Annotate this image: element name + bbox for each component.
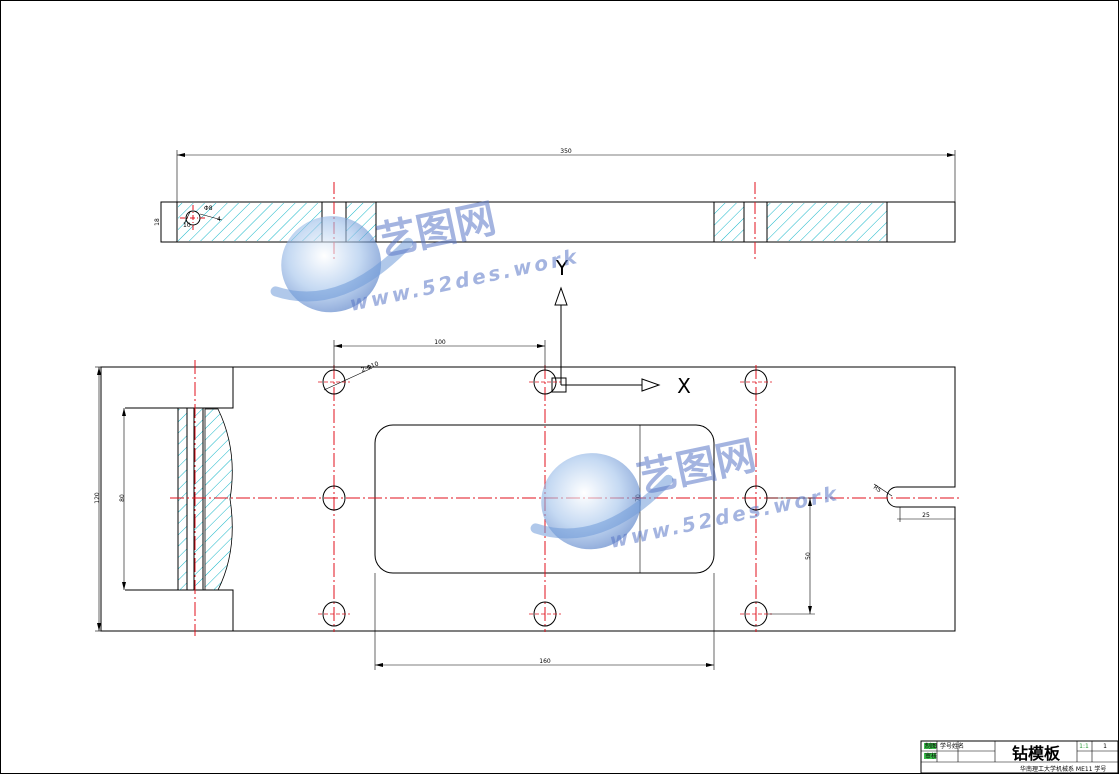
side-hatch-right2 [767,203,887,241]
school-line: 华南理工大学机械系 ME11 学号 [1020,765,1106,773]
tb-drawn-label: 制图 [925,742,937,750]
watermark-mid: 艺图网 www.52des.work [530,433,842,553]
plan-hatch-strip-1 [178,409,187,590]
ucs-icon: Y X [551,256,691,398]
drawing-title: 钻模板 [1012,744,1061,763]
dim-side-hole-dia: Φ8 [204,205,213,212]
title-block: 制图 审核 学号姓名 钻模板 1:1 1 华南理工大学机械系 ME11 学号 [920,740,1119,774]
dim-side-length: 350 [560,148,572,155]
tb-checked-label: 审核 [925,752,937,760]
watermark-brand-2: 艺图网 [633,433,760,503]
dim-side-hole-depth: 10 [183,222,191,229]
dim-overall-height: 120 [94,492,101,504]
plan-hatch-strip-2 [194,409,203,590]
dim-hole-pitch-x: 100 [434,339,446,346]
y-axis-arrow [554,286,568,306]
dim-hole-pitch-y: 50 [805,552,812,560]
x-axis-label: X [677,374,691,398]
hole-mid-left [322,485,346,511]
y-axis-label: Y [555,256,569,280]
dim-hole-dia: 2-Φ10 [360,360,380,373]
tb-name-label: 学号姓名 [940,742,964,750]
x-axis-arrow [641,378,661,392]
dim-window-width: 160 [539,658,551,665]
dim-side-hole-chamfer: 4 [217,216,221,223]
watermark-brand: 艺图网 [373,196,500,266]
drawing-scale: 1:1 [1079,743,1089,750]
plan-view: 100 2-Φ10 120 80 70 160 50 25 [94,339,960,670]
hole-mid-right [744,485,768,511]
watermark-top: 艺图网 www.52des.work [270,196,582,316]
side-outline [160,201,956,243]
plan-hatch-curve [204,408,233,591]
drawing-sheet-no: 1 [1103,743,1107,750]
dim-slot-width: 25 [922,512,930,519]
dim-side-thickness: 18 [154,218,161,226]
side-section-view: 350 18 Φ8 10 4 [154,148,956,262]
dim-slot-r: R5 [872,484,883,494]
dim-pocket-height: 80 [119,494,126,502]
ucs-origin-box [551,377,567,393]
side-hatch-right1 [714,203,744,241]
